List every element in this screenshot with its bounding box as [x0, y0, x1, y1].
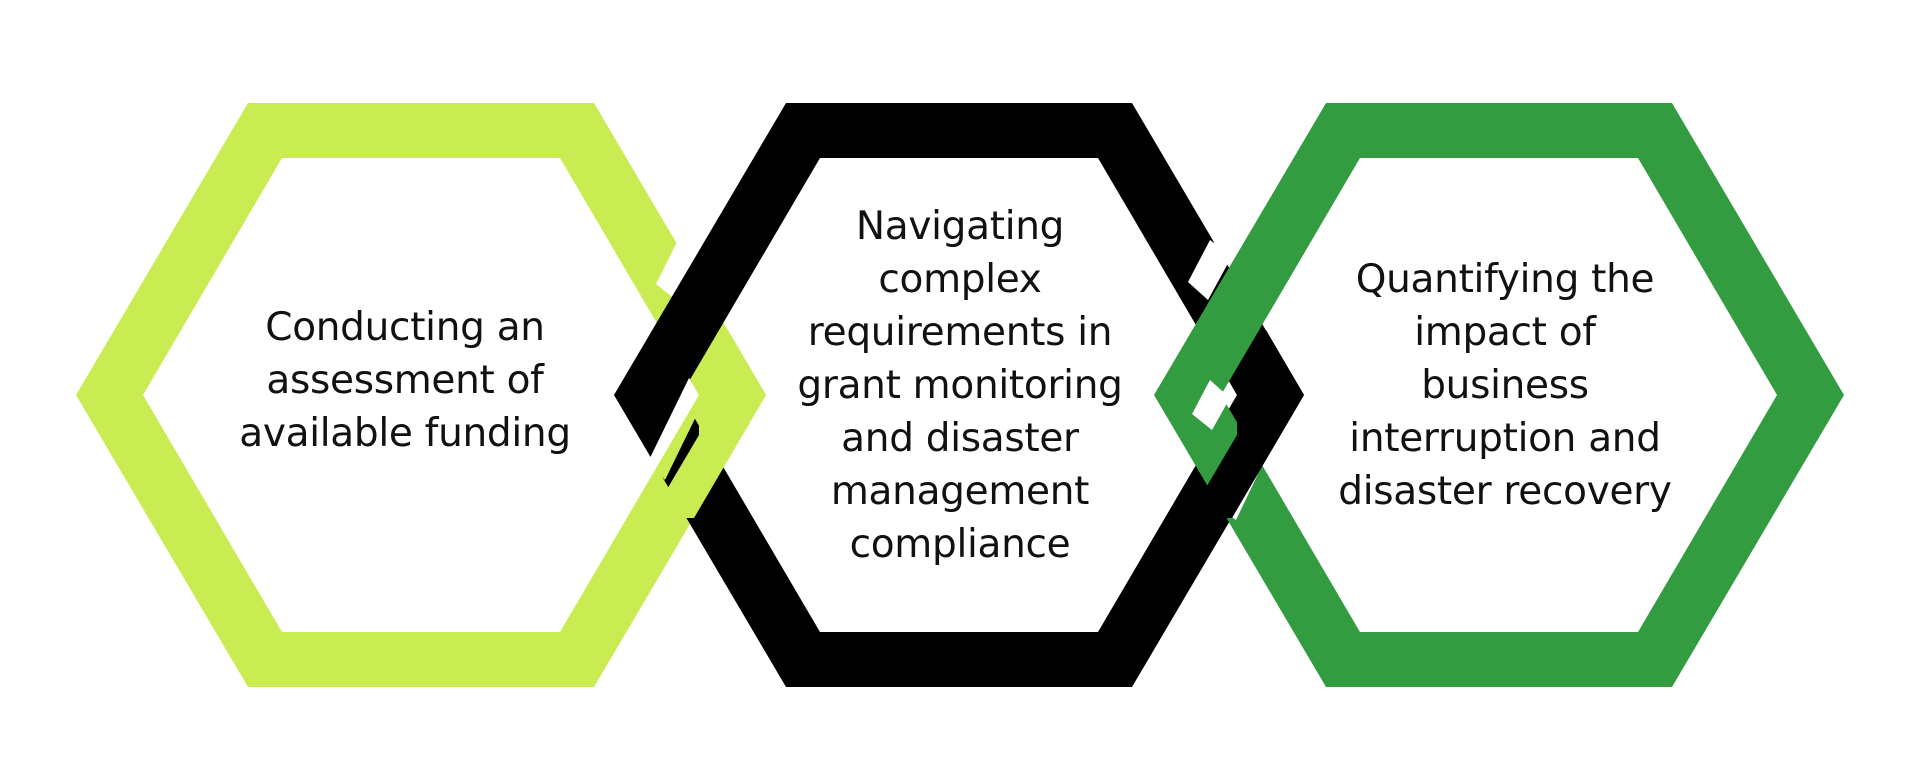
hexagon-label-line: interruption and [1349, 415, 1661, 461]
hexagon-label-line: disaster recovery [1338, 468, 1672, 514]
hexagon-label-line: available funding [239, 410, 571, 456]
hexagon-label-line: Navigating [855, 203, 1065, 249]
hexagon-label-line: management [830, 468, 1090, 514]
hexagon-label-line: business [1421, 362, 1589, 408]
hexagon-label-line: Quantifying the [1355, 256, 1655, 302]
hexagon-label-line: grant monitoring [797, 362, 1123, 408]
hexagon-ring-assessment-overlap [650, 330, 766, 518]
hexagon-label-compliance: Navigating complex requirements in grant mo… [780, 200, 1140, 570]
hexagon-label-line: and disaster [841, 415, 1079, 461]
hexagon-label-line: assessment of [266, 357, 544, 403]
hexagon-label-line: Conducting an [265, 304, 545, 350]
hexagon-label-line: compliance [849, 521, 1071, 567]
hexagon-label-line: requirements in [807, 309, 1113, 355]
hexagon-ring-compliance-overlap [1188, 330, 1304, 518]
hexagon-label-line: complex [878, 256, 1042, 302]
hexagon-label-assessment: Conducting an assessment of available fund… [225, 250, 585, 510]
hexagon-label-line: impact of [1414, 309, 1596, 355]
hexagon-label-quantifying: Quantifying the impact of business interrup… [1320, 250, 1690, 520]
